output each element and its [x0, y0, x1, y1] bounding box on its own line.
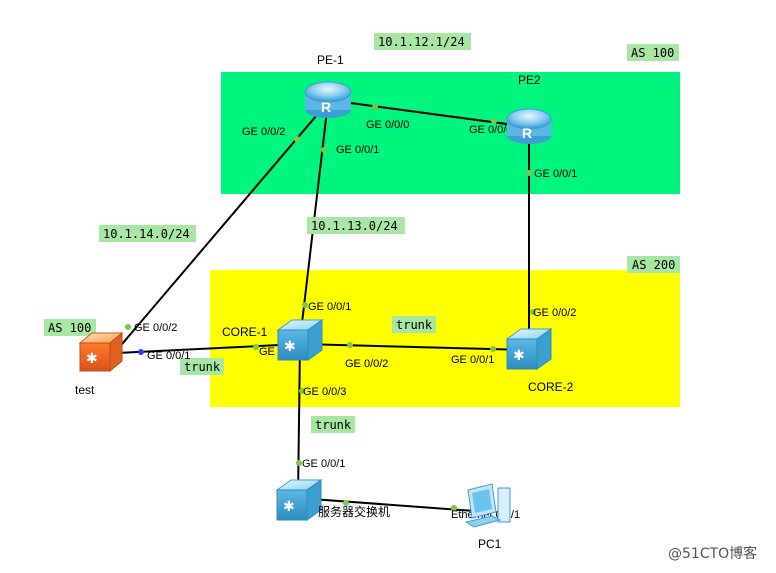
switch-icon: ✱ [513, 348, 525, 364]
port-label: GE 0/0/0 [469, 124, 512, 136]
subnet-badge-bg [374, 33, 471, 50]
port-dot [343, 500, 349, 506]
link-test-core1 [116, 343, 301, 354]
pc1-computer[interactable] [464, 483, 511, 528]
switch-icon: ✱ [284, 339, 296, 355]
port-dot [530, 309, 536, 315]
port-dot [372, 104, 378, 110]
pe2-router[interactable]: R [506, 108, 552, 144]
port-label: GE 0/0/1 [534, 168, 577, 180]
port-dot [491, 118, 497, 124]
pe1-router[interactable]: R [304, 81, 352, 118]
core2-switch-label: CORE-2 [528, 380, 574, 394]
port-dot [294, 136, 300, 142]
as-badge-bg [627, 256, 680, 273]
trunk-core1-server-label: trunk [315, 418, 352, 432]
subnet-pe1-pe2-label: 10.1.12.1/24 [378, 35, 465, 49]
core1-switch-label: CORE-1 [222, 325, 268, 339]
port-label: GE 0/0/2 [134, 322, 177, 334]
trunk-badge-bg [392, 316, 436, 333]
port-dot [125, 324, 131, 330]
switch-icon: ✱ [283, 499, 295, 515]
port-dot [299, 388, 305, 394]
subnet-pe1-core1-label: 10.1.13.0/24 [311, 219, 398, 233]
port-label: GE 0/0/1 [336, 144, 379, 156]
test-switch-label: test [75, 383, 95, 397]
port-label: GE 0/0/0 [366, 119, 409, 131]
port-dot [253, 344, 259, 350]
port-dot [321, 147, 327, 153]
trunk-badge-bg [311, 416, 355, 433]
pc-tower-icon [497, 487, 511, 523]
core2-switch[interactable]: ✱ [505, 328, 553, 370]
as100-zone [221, 72, 680, 194]
link-pe1-test [116, 101, 329, 351]
port-label: GE 0/0/2 [345, 358, 388, 370]
port-label: GE 0/0/1 [147, 350, 190, 362]
trunk-test-core1-label: trunk [184, 360, 221, 374]
pc1-label: PC1 [478, 537, 502, 551]
port-label: GE 0/0/2 [242, 126, 285, 138]
link-core1-server [297, 343, 301, 499]
core1-switch[interactable]: ✱ [276, 319, 324, 361]
trunk-core1-core2-label: trunk [396, 318, 433, 332]
port-dot [138, 349, 144, 355]
as100-test-label: AS 100 [48, 321, 91, 335]
port-dot [347, 342, 353, 348]
port-dot [451, 505, 457, 511]
port-label: GE 0/0/1 [302, 458, 345, 470]
port-label: GE 0/0/1 [451, 354, 494, 366]
as200-zone-label: AS 200 [632, 258, 675, 272]
pe1-router-label: PE-1 [317, 53, 344, 67]
port-dot [526, 170, 532, 176]
as100-zone-label: AS 100 [631, 46, 674, 60]
port-label: GE 0/0/3 [303, 386, 346, 398]
port-label: GE 0/0/1 [308, 301, 351, 313]
test-switch[interactable]: ✱ [78, 331, 124, 373]
watermark-text: @51CTO博客 [668, 545, 757, 562]
server-switch[interactable]: ✱ [275, 479, 323, 521]
subnet-badge-bg [307, 217, 405, 234]
port-label: GE 0/0/2 [533, 307, 576, 319]
trunk-badge-bg [180, 358, 224, 375]
router-icon: R [522, 125, 532, 141]
subnet-badge-bg [99, 225, 196, 242]
pe2-router-label: PE2 [518, 73, 541, 87]
server-switch-label: 服务器交换机 [318, 504, 390, 519]
port-dot [302, 302, 308, 308]
keyboard-icon [464, 515, 502, 528]
as-badge-bg [627, 44, 679, 61]
subnet-pe1-test-label: 10.1.14.0/24 [103, 227, 190, 241]
port-dot [490, 346, 496, 352]
as-badge-bg [44, 319, 96, 336]
switch-icon: ✱ [86, 351, 98, 367]
port-dot [296, 460, 302, 466]
router-icon: R [321, 99, 331, 115]
